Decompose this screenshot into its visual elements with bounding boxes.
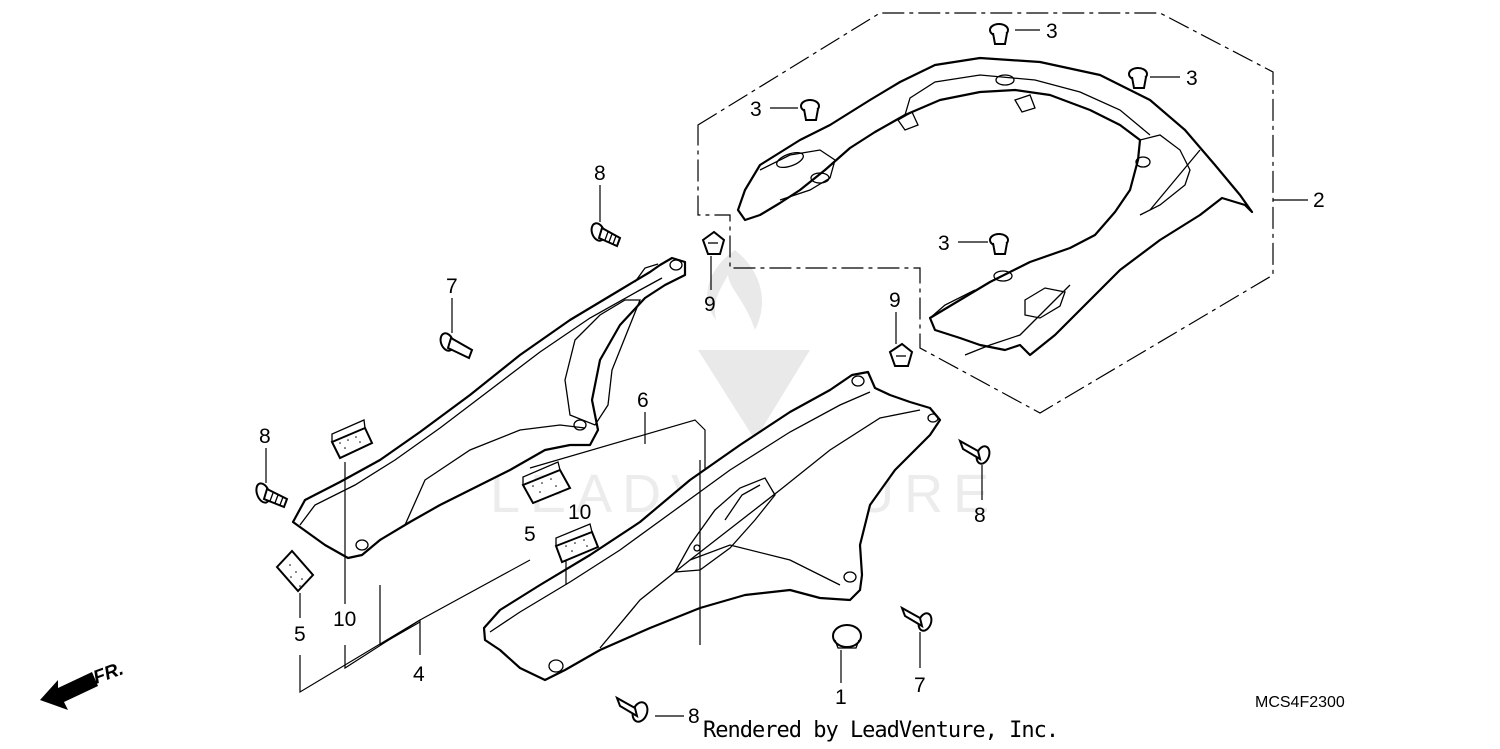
screw-8-upper	[590, 222, 622, 248]
bolt-7-right	[900, 605, 933, 632]
callout-8: 8	[688, 705, 700, 728]
callout-7: 7	[446, 275, 458, 298]
callout-7: 7	[914, 674, 926, 697]
leader-lines	[265, 29, 1308, 717]
callout-8: 8	[259, 425, 271, 448]
callout-8: 8	[974, 504, 986, 527]
left-side-cover	[291, 256, 687, 560]
callout-3: 3	[1046, 20, 1058, 43]
callout-6: 6	[637, 389, 649, 412]
grommet-3-left	[800, 99, 820, 121]
foam-pad-10-upper	[330, 419, 374, 460]
grab-rail	[736, 56, 1254, 357]
callout-4: 4	[413, 663, 425, 686]
callout-8: 8	[594, 162, 606, 185]
grommet-3-right	[1128, 67, 1148, 89]
assembly-boundary	[697, 12, 1274, 414]
callout-10: 10	[568, 501, 591, 524]
callout-3: 3	[1186, 67, 1198, 90]
callout-5: 5	[294, 623, 306, 646]
callout-1: 1	[835, 686, 847, 709]
callouts: 3 3 3 3 2 8 7 8 9 9 6 8 10 5 5 10 4 1 7 …	[259, 20, 1325, 728]
callout-10: 10	[333, 608, 356, 631]
foam-pad-5-center	[521, 461, 572, 505]
clip-9-lower	[888, 342, 914, 367]
callout-2: 2	[1313, 189, 1325, 212]
callout-9: 9	[704, 293, 716, 316]
callout-9: 9	[889, 289, 901, 312]
front-label: FR.	[91, 658, 127, 688]
callout-3: 3	[938, 232, 950, 255]
credit-text: Rendered by LeadVenture, Inc.	[703, 718, 1059, 743]
callout-3: 3	[750, 98, 762, 121]
grommet-3-top	[989, 23, 1009, 45]
screw-8-left	[255, 482, 289, 509]
clip-9-upper	[701, 230, 726, 255]
screw-8-bottom	[615, 695, 649, 723]
bolt-7-left	[439, 332, 474, 360]
arrow-left-icon	[40, 672, 98, 710]
diagram-code: MCS4F2300	[1255, 694, 1345, 711]
cap-1	[832, 624, 862, 649]
foam-pad-10-lower	[554, 523, 600, 564]
front-direction-arrow: FR.	[40, 658, 126, 710]
right-side-cover	[482, 370, 942, 682]
foam-pad-5-left	[275, 549, 315, 593]
grommet-3-lower	[989, 233, 1009, 255]
callout-5: 5	[524, 523, 536, 546]
screw-8-right	[958, 438, 991, 465]
